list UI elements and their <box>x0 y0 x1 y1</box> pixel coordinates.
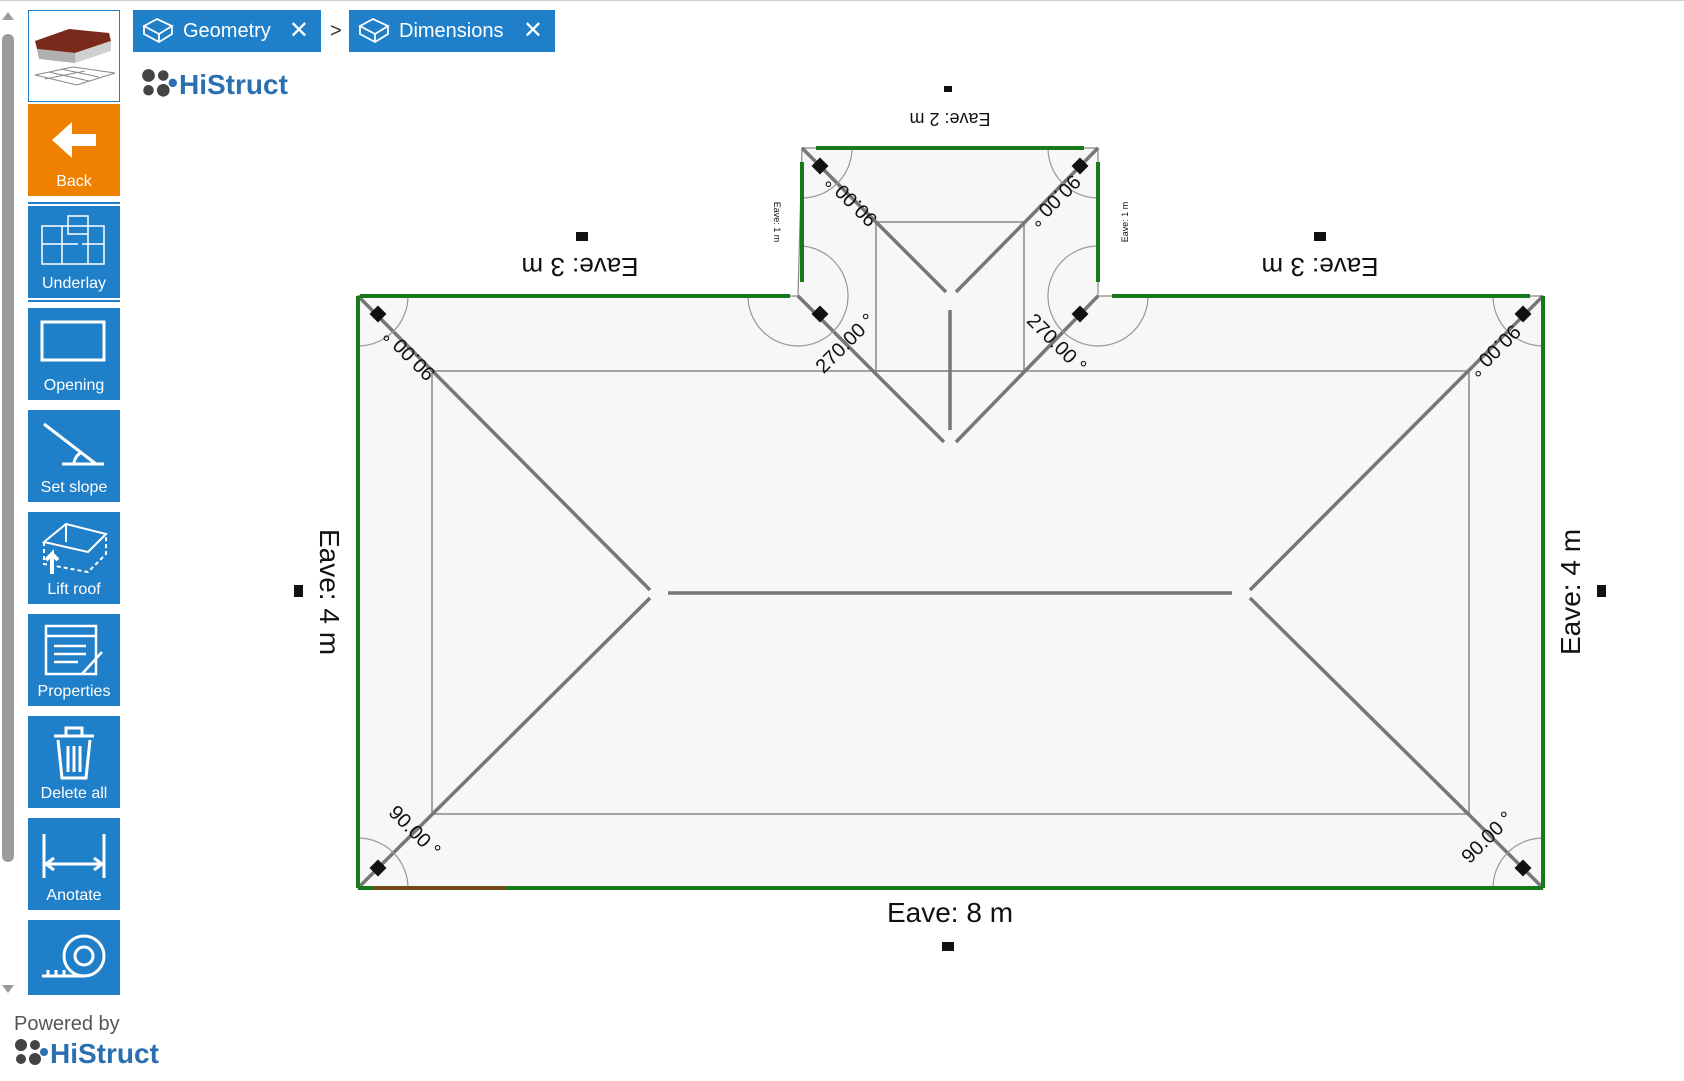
properties-label: Properties <box>37 683 111 700</box>
eave-label-left[interactable]: Eave: 4 m <box>314 529 345 655</box>
eave-label-top-right[interactable]: Eave: 3 m <box>1261 252 1378 282</box>
delete-all-label: Delete all <box>40 785 108 802</box>
eave-label-right[interactable]: Eave: 4 m <box>1555 529 1586 655</box>
set-slope-button[interactable]: Set slope <box>28 410 120 502</box>
lock-icon <box>1314 232 1326 241</box>
tab-geometry-label: Geometry <box>183 20 271 42</box>
back-label: Back <box>56 173 92 190</box>
lock-icon <box>294 585 303 597</box>
eave-label-bottom[interactable]: Eave: 8 m <box>887 897 1013 928</box>
floorplan-icon <box>41 215 105 265</box>
lift-roof-label: Lift roof <box>47 581 101 598</box>
tab-dimensions-label: Dimensions <box>399 20 504 42</box>
arrow-left-icon <box>52 122 96 158</box>
eave-label-inner-right[interactable]: Eave: 1 m <box>1120 202 1130 243</box>
header-logo-text: HiStruct <box>179 69 288 100</box>
eave-label-top-left[interactable]: Eave: 3 m <box>521 252 638 282</box>
eave-label-top[interactable]: Eave: 2 m <box>909 109 990 129</box>
lock-icon <box>944 86 952 92</box>
toolbar-scrollbar[interactable] <box>0 10 16 995</box>
eave-label-inner-left[interactable]: Eave: 1 m <box>772 202 782 243</box>
tool-sidebar: Back Underlay Opening <box>28 10 120 995</box>
header-logo: HiStruct <box>139 66 299 106</box>
annotate-icon <box>42 834 106 878</box>
building-thumbnail[interactable] <box>28 10 120 102</box>
properties-button[interactable]: Properties <box>28 614 120 706</box>
slope-icon <box>43 422 104 466</box>
lock-icon <box>942 942 954 951</box>
lock-icon <box>576 232 588 241</box>
lift-roof-button[interactable]: Lift roof <box>28 512 120 604</box>
powered-by-text: Powered by <box>14 1013 120 1035</box>
underlay-button[interactable]: Underlay <box>28 202 120 302</box>
angle-arcs <box>357 147 1544 889</box>
scroll-up-arrow[interactable] <box>2 12 14 20</box>
geometry-icon <box>142 17 174 44</box>
lock-icons[interactable] <box>294 86 1606 951</box>
lock-icon <box>1597 585 1606 597</box>
trash-icon <box>54 726 94 780</box>
close-geometry-icon[interactable]: ✕ <box>288 17 309 44</box>
delete-all-button[interactable]: Delete all <box>28 716 120 808</box>
tape-measure-icon <box>42 934 106 978</box>
opening-button[interactable]: Opening <box>28 308 120 400</box>
measure-button[interactable] <box>28 920 120 995</box>
top-border <box>0 0 1684 1</box>
histruct-logo-icon <box>15 1039 48 1065</box>
lift-roof-icon <box>41 522 108 574</box>
tab-geometry[interactable]: Geometry ✕ <box>133 10 321 52</box>
close-dimensions-icon[interactable]: ✕ <box>522 17 543 44</box>
breadcrumb-separator: > <box>330 20 342 42</box>
scroll-down-arrow[interactable] <box>2 985 14 993</box>
tab-dimensions[interactable]: Dimensions ✕ <box>349 10 555 52</box>
eave-lines[interactable] <box>356 146 1545 890</box>
building-thumbnail-icon <box>34 29 116 86</box>
back-button[interactable]: Back <box>28 104 120 196</box>
anotate-button[interactable]: Anotate <box>28 818 120 910</box>
properties-icon <box>44 624 103 676</box>
anotate-label: Anotate <box>46 887 102 904</box>
dimensions-icon <box>358 17 390 44</box>
rectangle-icon <box>40 320 106 362</box>
scroll-thumb[interactable] <box>2 34 14 862</box>
underlay-label: Underlay <box>41 275 107 292</box>
opening-label: Opening <box>43 377 105 394</box>
set-slope-label: Set slope <box>40 479 108 496</box>
footer-logo-text: HiStruct <box>50 1038 159 1069</box>
ridge-lines <box>356 146 1545 890</box>
histruct-logo-icon <box>142 69 177 97</box>
